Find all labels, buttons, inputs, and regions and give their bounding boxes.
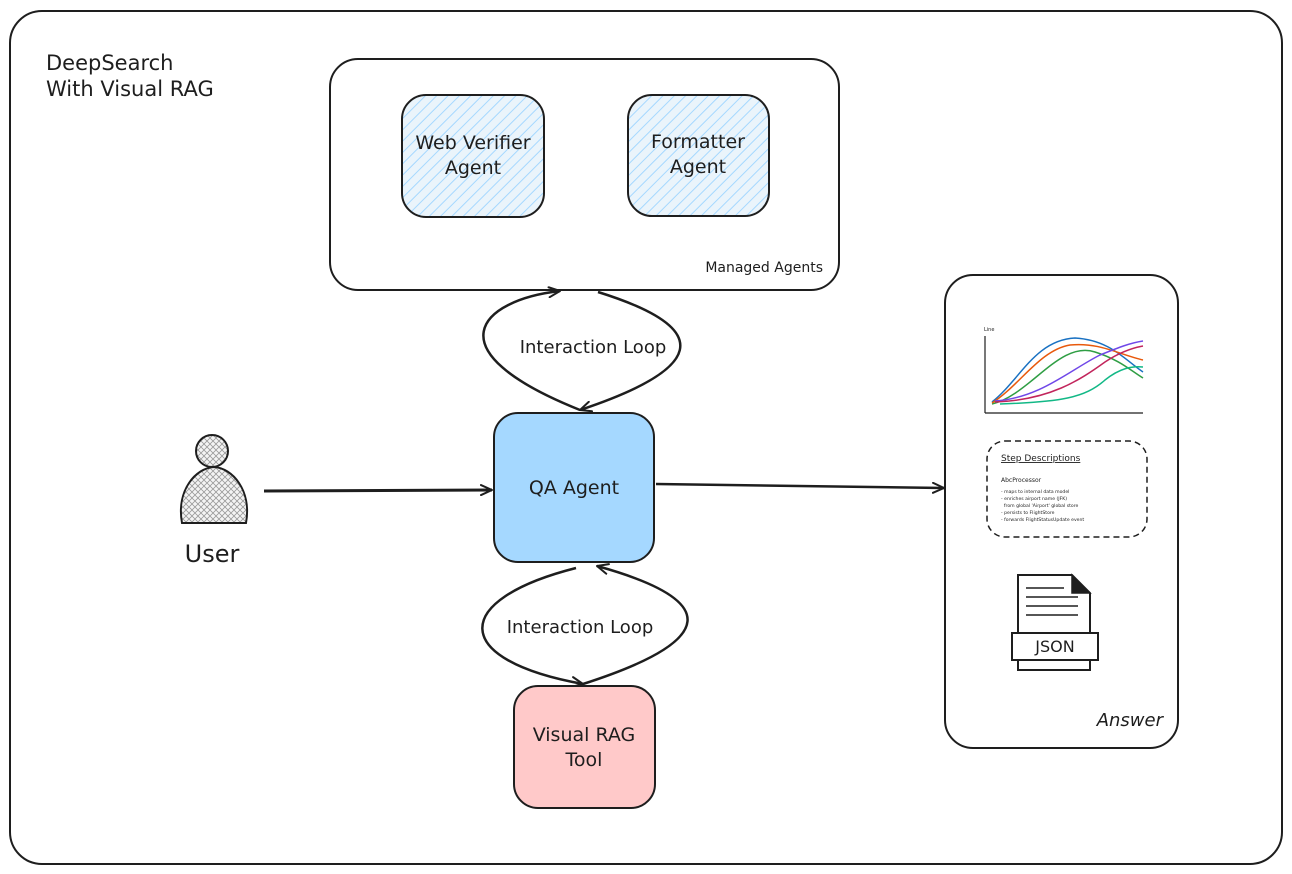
managed-agents-group: Web Verifier Agent Formatter Agent Manag… [329, 58, 840, 291]
visual-rag-label-line1: Visual RAG [533, 724, 636, 746]
qa-agent-node: QA Agent [493, 412, 655, 563]
json-label: JSON [1034, 637, 1074, 656]
answer-panel: Line Step Descriptions AbcProcessor - ma… [944, 274, 1179, 749]
diagram-title-line1: DeepSearch [46, 51, 174, 75]
mini-chart-line-6 [999, 366, 1144, 405]
user-icon-head [195, 434, 229, 468]
bottom-interaction-loop: Interaction Loop [481, 563, 689, 688]
answer-mini-chart: Line [984, 327, 1144, 414]
bottom-loop-label: Interaction Loop [507, 617, 654, 638]
step-descriptions-title: Step Descriptions [1001, 454, 1081, 464]
step-processor-name: AbcProcessor [1001, 477, 1042, 484]
user-icon-body [179, 465, 249, 524]
user-to-qa-arrow [263, 484, 493, 497]
mini-chart-line-5 [994, 345, 1144, 403]
web-verifier-label-line1: Web Verifier [415, 132, 530, 154]
visual-rag-tool-node: Visual RAG Tool [513, 685, 656, 809]
step-line-5: - forwards FlightStatusUpdate event [1001, 517, 1084, 523]
diagram-title-line2: With Visual RAG [46, 77, 214, 101]
formatter-label-line2: Agent [670, 156, 726, 178]
step-line-2: - enriches airport name (JFK) [1001, 496, 1067, 502]
qa-to-answer-arrow [655, 481, 945, 494]
step-line-1: - maps to internal data model [1001, 489, 1069, 495]
json-document-icon: JSON [1011, 573, 1099, 671]
user-actor: User [179, 434, 249, 568]
top-interaction-loop: Interaction Loop [482, 286, 682, 413]
user-label: User [185, 540, 240, 568]
step-descriptions-card: Step Descriptions AbcProcessor - maps to… [986, 440, 1148, 538]
outer-frame [9, 10, 1283, 865]
top-loop-label: Interaction Loop [520, 337, 667, 358]
formatter-label-line1: Formatter [651, 131, 745, 153]
web-verifier-label-line2: Agent [445, 157, 501, 179]
visual-rag-label-line2: Tool [565, 749, 603, 771]
answer-label: Answer [1096, 710, 1165, 731]
managed-agents-label: Managed Agents [705, 260, 823, 276]
formatter-agent-node: Formatter Agent [627, 94, 770, 217]
step-line-4: - persists to FlightStore [1001, 510, 1055, 516]
mini-chart-line-1 [991, 337, 1144, 403]
mini-chart-caption: Line [984, 327, 994, 333]
qa-agent-label: QA Agent [529, 477, 619, 499]
step-line-3: from global 'Airport' global store [1001, 503, 1079, 509]
web-verifier-agent-node: Web Verifier Agent [401, 94, 545, 218]
mini-chart-line-4 [994, 340, 1144, 402]
